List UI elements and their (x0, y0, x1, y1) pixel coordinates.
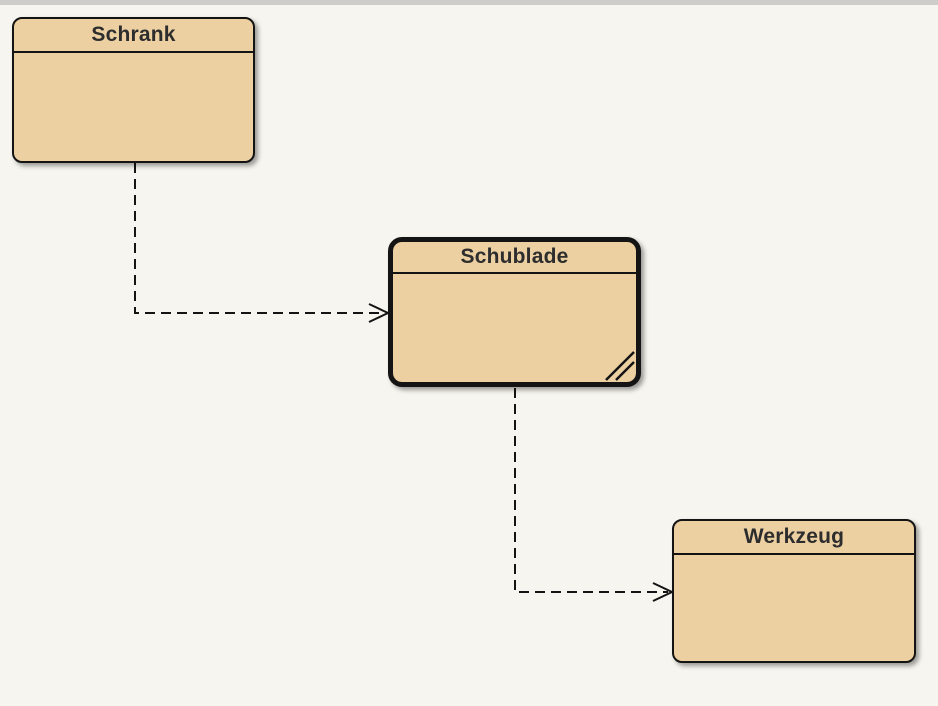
dependency-arrow-schrank-to-schublade[interactable] (134, 163, 384, 314)
window-top-edge (0, 0, 938, 5)
node-werkzeug-title: Werkzeug (674, 521, 914, 555)
arrowhead-schublade-icon (368, 303, 391, 323)
corner-resize-handle-icon[interactable] (603, 349, 635, 381)
node-schrank[interactable]: Schrank (12, 17, 255, 163)
node-schublade[interactable]: Schublade (388, 237, 641, 387)
dependency-arrow-schublade-to-werkzeug[interactable] (514, 388, 668, 593)
node-schublade-title: Schublade (393, 242, 636, 274)
node-werkzeug[interactable]: Werkzeug (672, 519, 916, 663)
node-schrank-title: Schrank (14, 19, 253, 53)
arrowhead-werkzeug-icon (652, 582, 675, 602)
